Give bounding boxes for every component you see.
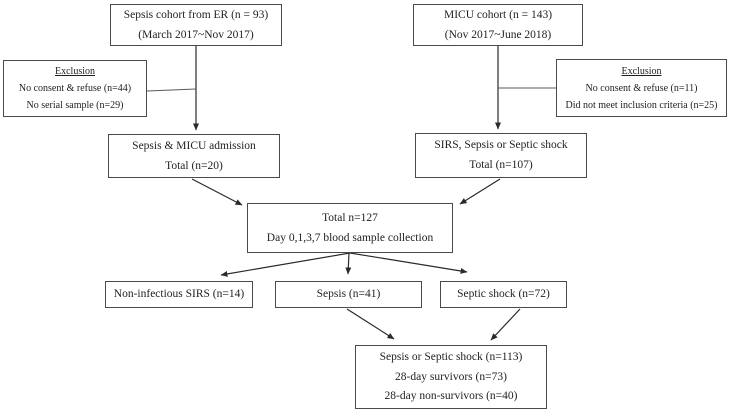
box-total-combined: Total n=127 Day 0,1,3,7 blood sample col… [247, 203, 453, 253]
exclusion-right-line2: Did not meet inclusion criteria (n=25) [565, 99, 718, 111]
exclusion-right-line1: No consent & refuse (n=11) [585, 82, 698, 94]
box-outcome: Sepsis or Septic shock (n=113) 28-day su… [355, 345, 547, 409]
box-septic-shock-group: Septic shock (n=72) [440, 281, 567, 308]
sirs-sepsis-septic-line2: Total (n=107) [469, 159, 533, 171]
box-exclusion-left: Exclusion No consent & refuse (n=44) No … [3, 60, 147, 117]
total-combined-line1: Total n=127 [322, 211, 378, 224]
connector-admission-to-total-arrow [191, 178, 243, 206]
exclusion-left-title: Exclusion [55, 66, 95, 77]
micu-cohort-line1: MICU cohort (n = 143) [443, 8, 553, 21]
sepsis-er-cohort-line2: (March 2017~Nov 2017) [138, 28, 254, 41]
outcome-line1: Sepsis or Septic shock (n=113) [379, 351, 523, 364]
connector-total-to-noninfectious-arrow [220, 252, 351, 277]
exclusion-right-title: Exclusion [621, 65, 662, 77]
box-sirs-sepsis-septic: SIRS, Sepsis or Septic shock Total (n=10… [415, 133, 587, 178]
connector-exclusion-left-line [146, 88, 197, 92]
box-sepsis-er-cohort: Sepsis cohort from ER (n = 93) (March 20… [110, 4, 282, 46]
box-micu-cohort: MICU cohort (n = 143) (Nov 2017~June 201… [413, 4, 583, 46]
sepsis-micu-admission-line1: Sepsis & MICU admission [132, 139, 256, 152]
exclusion-left-line2: No serial sample (n=29) [26, 100, 124, 111]
non-infectious-sirs-label: Non-infectious SIRS (n=14) [113, 288, 245, 301]
connector-septicshock-to-outcome-arrow [490, 308, 521, 341]
connector-sirs-to-total-arrow [459, 178, 501, 205]
exclusion-left-line1: No consent & refuse (n=44) [18, 83, 132, 94]
outcome-line2: 28-day survivors (n=73) [395, 370, 507, 383]
micu-cohort-line2: (Nov 2017~June 2018) [444, 28, 552, 41]
sirs-sepsis-septic-line1: SIRS, Sepsis or Septic shock [434, 139, 568, 152]
sepsis-micu-admission-line2: Total (n=20) [165, 159, 223, 172]
box-sepsis-micu-admission: Sepsis & MICU admission Total (n=20) [108, 134, 280, 178]
box-non-infectious-sirs: Non-infectious SIRS (n=14) [105, 281, 253, 308]
box-sepsis-group: Sepsis (n=41) [275, 281, 422, 308]
box-exclusion-right: Exclusion No consent & refuse (n=11) Did… [556, 59, 727, 117]
sepsis-er-cohort-line1: Sepsis cohort from ER (n = 93) [123, 8, 269, 21]
sepsis-group-label: Sepsis (n=41) [316, 288, 381, 301]
septic-shock-group-label: Septic shock (n=72) [457, 288, 550, 301]
connector-total-to-septicshock-arrow [349, 252, 468, 274]
outcome-line3: 28-day non-survivors (n=40) [384, 390, 518, 403]
connector-total-to-sepsis-arrow [345, 252, 352, 275]
connector-sepsis-to-outcome-arrow [346, 308, 395, 340]
total-combined-line2: Day 0,1,3,7 blood sample collection [266, 231, 434, 244]
